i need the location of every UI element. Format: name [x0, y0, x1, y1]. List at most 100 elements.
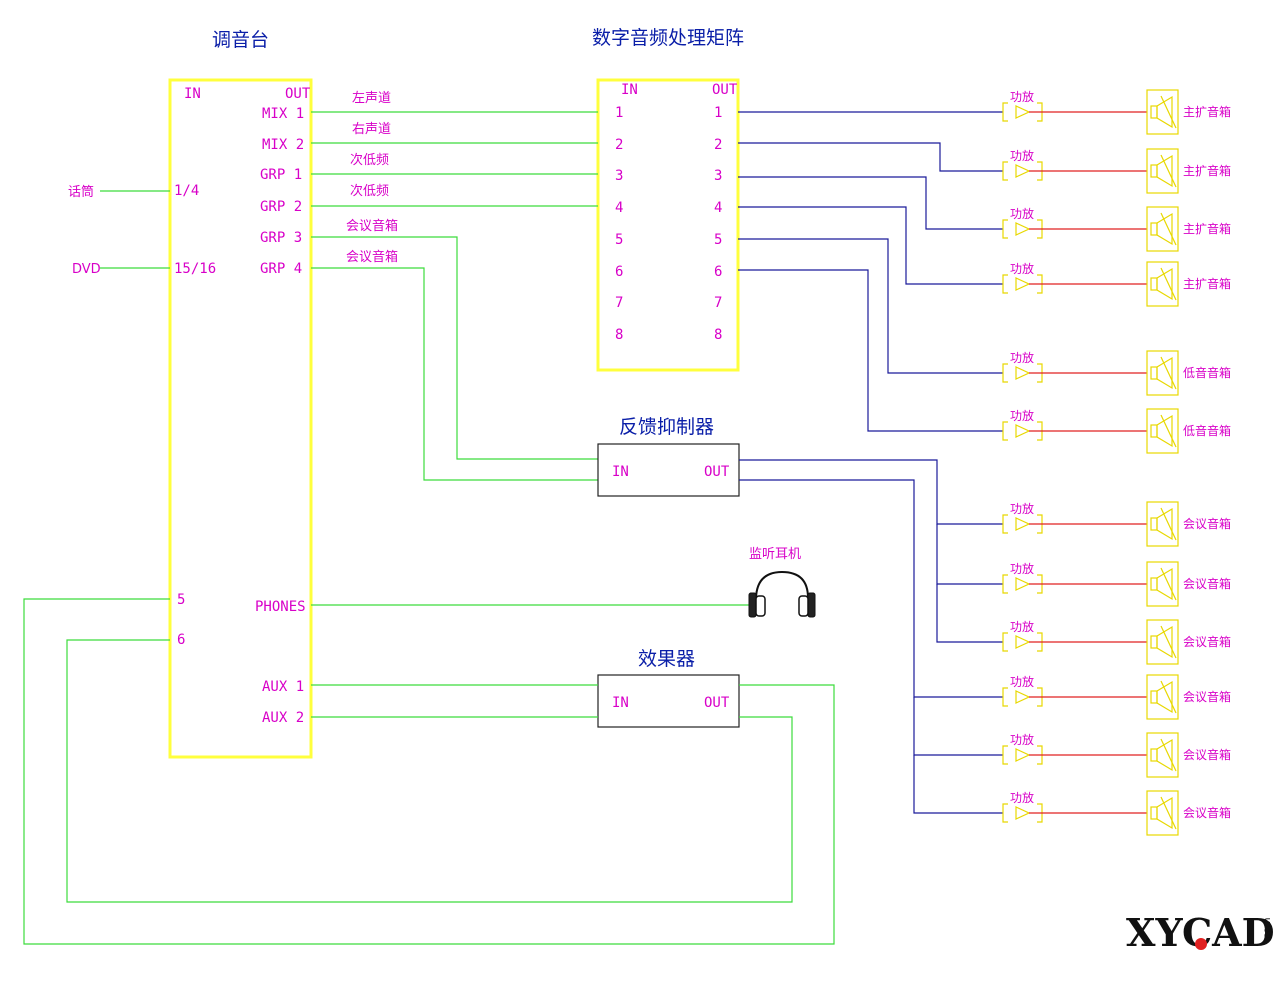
speaker-label: 会议音箱 [1183, 634, 1231, 649]
amp-label: 功放 [1010, 148, 1034, 163]
feedback-suppressor-title: 反馈抑制器 [619, 416, 714, 438]
speaker-icon [1146, 261, 1179, 307]
mixer-in-6: 6 [177, 632, 185, 648]
feed-matrix3-amp3 [738, 176, 1003, 230]
wire-grp4-feedback [311, 267, 598, 481]
logo-domain: .com [1262, 917, 1273, 942]
feed-fbs-amp7 [739, 459, 1003, 525]
amp-label: 功放 [1010, 619, 1034, 634]
mixer-in-1-4: 1/4 [174, 183, 199, 199]
mixer-out-aux1: AUX 1 [262, 679, 304, 695]
speaker-icon [1146, 408, 1179, 454]
mixer-box [168, 78, 313, 759]
speaker-label: 会议音箱 [1183, 805, 1231, 820]
mixer-out-grp3: GRP 3 [260, 230, 302, 246]
mixer-in-5: 5 [177, 592, 185, 608]
logo-note-icon [1195, 938, 1207, 950]
matrix-out-port-1: 1 [714, 105, 722, 121]
amp-label: 功放 [1010, 561, 1034, 576]
matrix-out-port-2: 2 [714, 137, 722, 153]
mixer-title: 调音台 [212, 29, 269, 51]
mic-source-label: 话筒 [68, 184, 94, 200]
speaker-label: 会议音箱 [1183, 516, 1231, 531]
matrix-in-port-8: 8 [615, 327, 623, 343]
speaker-label: 会议音箱 [1183, 747, 1231, 762]
mixer-out-phones: PHONES [255, 599, 306, 615]
dvd-source-label: DVD [72, 262, 101, 277]
mixer-out-grp4: GRP 4 [260, 261, 302, 277]
amp-label: 功放 [1010, 89, 1034, 104]
feed-matrix2-amp2 [738, 142, 1003, 172]
speaker-icon [1146, 674, 1179, 720]
matrix-in-port-3: 3 [615, 168, 623, 184]
mixer-out-header: OUT [285, 86, 311, 102]
matrix-title: 数字音频处理矩阵 [592, 27, 744, 49]
matrix-in-port-4: 4 [615, 200, 623, 216]
amp-label: 功放 [1010, 350, 1034, 365]
wire-effects-return-5 [23, 598, 835, 945]
headphones-label: 监听耳机 [749, 547, 801, 562]
effects-out-label: OUT [704, 695, 730, 711]
matrix-out-port-6: 6 [714, 264, 722, 280]
headphones-icon [748, 570, 816, 618]
matrix-out-port-5: 5 [714, 232, 722, 248]
speaker-icon [1146, 619, 1179, 665]
matrix-in-port-6: 6 [615, 264, 623, 280]
speaker-icon [1146, 561, 1179, 607]
speaker-label: 低音音箱 [1183, 365, 1231, 380]
wire-effects-return-6 [66, 639, 793, 903]
speaker-icon [1146, 790, 1179, 836]
speaker-label: 主扩音箱 [1183, 104, 1231, 119]
amp-label: 功放 [1010, 732, 1034, 747]
speaker-label: 主扩音箱 [1183, 276, 1231, 291]
signal-label-sub1: 次低频 [350, 152, 389, 168]
speaker-icon [1146, 206, 1179, 252]
feedback-suppressor-box [597, 443, 740, 497]
speaker-icon [1146, 89, 1179, 135]
signal-label-conf2: 会议音箱 [346, 249, 398, 265]
feedback-in-label: IN [612, 464, 629, 480]
amp-label: 功放 [1010, 408, 1034, 423]
mixer-in-header: IN [184, 86, 201, 102]
speaker-icon [1146, 501, 1179, 547]
signal-label-sub2: 次低频 [350, 183, 389, 199]
matrix-out-port-7: 7 [714, 295, 722, 311]
feed-fbs-amp10 [739, 479, 1003, 698]
matrix-in-port-2: 2 [615, 137, 623, 153]
matrix-in-header: IN [621, 82, 638, 98]
effects-processor-box [597, 674, 740, 728]
feed-fbs-amp12 [913, 755, 1003, 814]
feed-fbs-amp11 [913, 697, 1003, 756]
matrix-out-header: OUT [712, 82, 738, 98]
matrix-in-port-5: 5 [615, 232, 623, 248]
amp-label: 功放 [1010, 206, 1034, 221]
speaker-icon [1146, 732, 1179, 778]
feed-matrix5-amp5 [738, 238, 1003, 374]
amp-label: 功放 [1010, 261, 1034, 276]
effects-processor-title: 效果器 [638, 648, 695, 670]
effects-in-label: IN [612, 695, 629, 711]
speaker-label: 主扩音箱 [1183, 163, 1231, 178]
matrix-box [596, 78, 740, 372]
mixer-out-mix2: MIX 2 [262, 137, 304, 153]
feed-matrix6-amp6 [738, 269, 1003, 432]
feed-matrix4-amp4 [738, 206, 1003, 285]
matrix-out-port-4: 4 [714, 200, 722, 216]
speaker-label: 会议音箱 [1183, 576, 1231, 591]
amp-label: 功放 [1010, 674, 1034, 689]
amp-label: 功放 [1010, 790, 1034, 805]
speaker-icon [1146, 350, 1179, 396]
matrix-out-port-8: 8 [714, 327, 722, 343]
matrix-in-port-7: 7 [615, 295, 623, 311]
